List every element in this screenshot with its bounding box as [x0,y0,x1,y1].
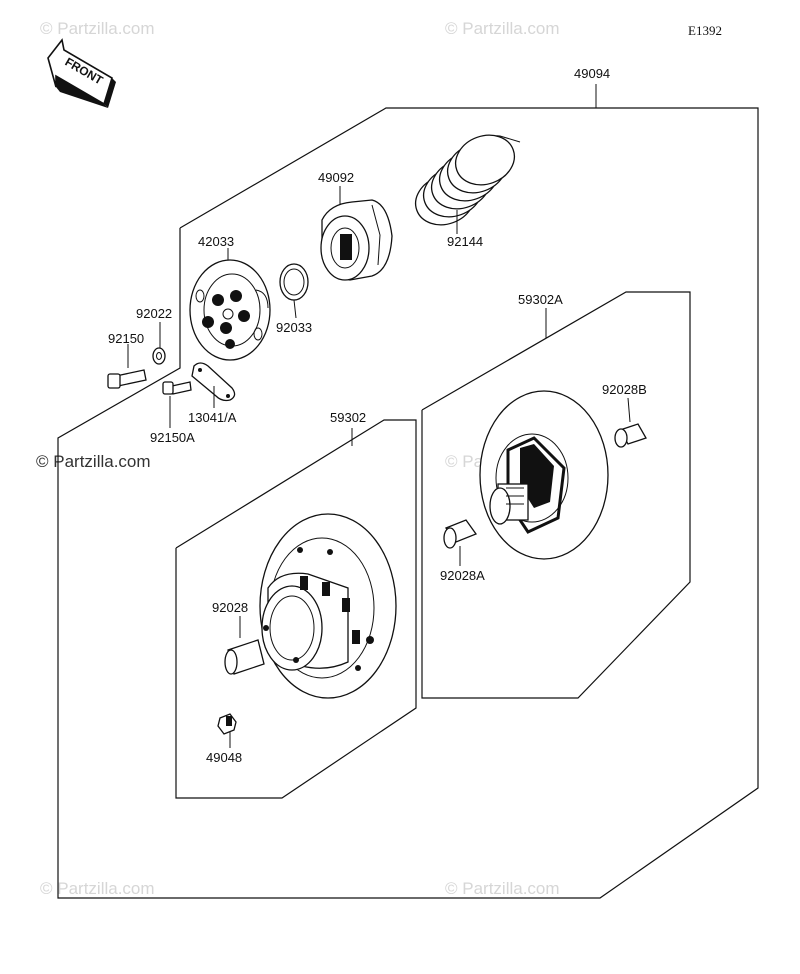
watermark-bottom-left: © Partzilla.com [40,879,155,898]
label-49092: 49092 [318,170,354,185]
assembly-box-59302 [175,419,417,799]
label-59302: 59302 [330,410,366,425]
plate-13041a [191,362,236,408]
bushing-92028 [224,616,265,675]
label-92150: 92150 [108,331,144,346]
label-13041a: 13041/A [188,410,237,425]
circlip-92033 [279,263,309,319]
ramp-49092 [320,186,393,281]
label-59302a: 59302A [518,292,563,307]
label-92033: 92033 [276,320,312,335]
label-92028b: 92028B [602,382,647,397]
sheave-59302a [479,390,609,560]
watermark-top-left: © Partzilla.com [40,19,155,38]
watermark-mid-left: © Partzilla.com [36,452,151,471]
watermark-top-right: © Partzilla.com [445,19,560,38]
bolt-92150 [107,344,147,389]
assembly-box-59302a [421,291,691,699]
label-92150a: 92150A [150,430,195,445]
watermark-group: © Partzilla.com © Partzilla.com © Partzi… [36,19,560,898]
bolt-92150a [162,381,192,428]
slider-49048 [217,713,237,748]
watermark-bottom-right: © Partzilla.com [445,879,560,898]
front-arrow-icon: FRONT [47,38,116,108]
sheave-59302 [259,513,397,699]
label-42033: 42033 [198,234,234,249]
diagram-id: E1392 [688,23,722,38]
label-92028a: 92028A [440,568,485,583]
label-49048: 49048 [206,750,242,765]
label-92144: 92144 [447,234,483,249]
washer-92022 [152,322,166,365]
spring-92144 [414,134,521,234]
plate-42033 [189,248,271,361]
label-49094: 49094 [574,66,610,81]
label-92028: 92028 [212,600,248,615]
assembly-box-49094 [57,84,759,899]
bushing-92028a [443,519,478,566]
label-92022: 92022 [136,306,172,321]
bushing-92028b [614,397,647,448]
